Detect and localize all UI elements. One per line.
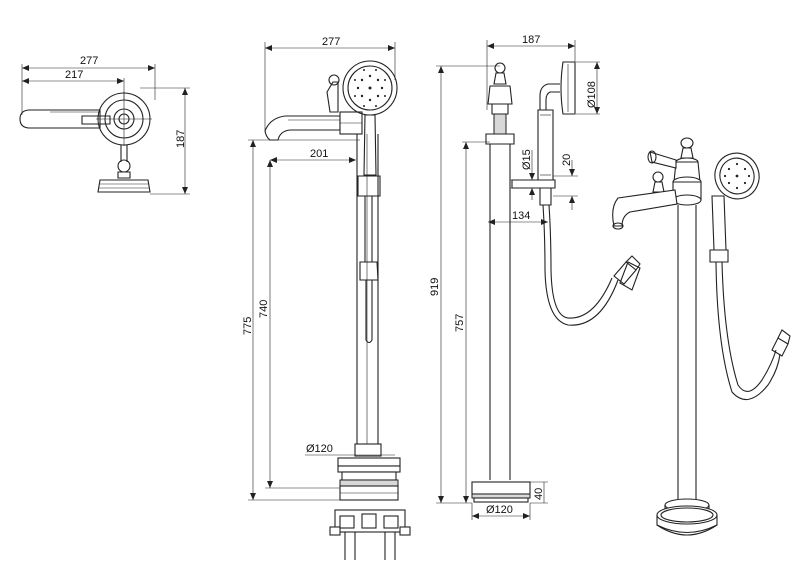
- dim-front-201: 201: [310, 148, 328, 160]
- dim-side-20: 20: [561, 154, 573, 166]
- dim-front-277: 277: [322, 36, 340, 48]
- mounting-kit: [329, 509, 411, 560]
- shower-nozzles: [354, 69, 386, 107]
- dim-side-40: 40: [533, 488, 545, 500]
- dim-front-740: 740: [258, 300, 270, 318]
- dim-side-757: 757: [454, 314, 466, 332]
- dim-side-d120: Ø120: [486, 504, 513, 516]
- side-view: 187 Ø108 Ø15 20 134: [429, 34, 641, 520]
- front-view: 277 201 775 740: [242, 36, 411, 560]
- iso-view: [612, 137, 791, 536]
- dim-side-d15: Ø15: [521, 149, 533, 170]
- dim-top-217: 217: [65, 69, 83, 81]
- dim-top-187: 187: [175, 130, 187, 148]
- dim-front-d120: Ø120: [306, 443, 333, 455]
- dim-top-277: 277: [80, 55, 98, 67]
- dim-front-775: 775: [242, 317, 254, 335]
- top-view: 277 217 187: [19, 55, 190, 195]
- iso-shower-nozzles: [723, 162, 751, 190]
- dim-side-d108: Ø108: [586, 81, 598, 108]
- dim-side-134: 134: [512, 210, 530, 222]
- dim-side-187: 187: [522, 34, 540, 46]
- dim-side-919: 919: [429, 278, 441, 296]
